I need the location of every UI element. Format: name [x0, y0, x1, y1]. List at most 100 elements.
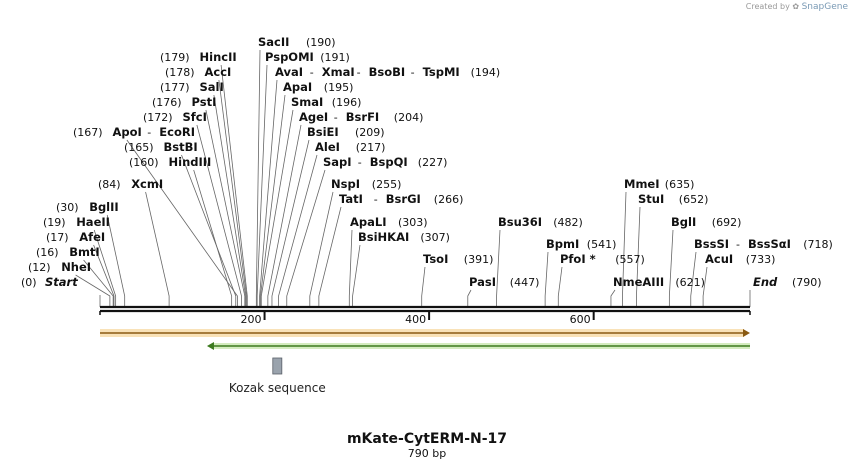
site-position: (165) [124, 141, 154, 154]
site-position: (19) [43, 216, 66, 229]
site-position: (303) [398, 216, 428, 229]
site-haeii[interactable]: (19)HaeII [43, 215, 110, 229]
site-bsu36i[interactable]: Bsu36I(482) [498, 215, 583, 229]
site-position: (12) [28, 261, 51, 274]
site-leader [260, 109, 294, 306]
site-position: (718) [803, 238, 833, 251]
site-apai[interactable]: ApaI(195) [283, 80, 353, 94]
site-name: BspQI [370, 155, 408, 169]
site-bgli[interactable]: BglI(692) [671, 215, 741, 229]
snapgene-logo-icon: ✿ [792, 2, 800, 11]
site-name: BglI [671, 215, 696, 229]
site-name: BsiHKAI [358, 230, 409, 244]
site-alei[interactable]: AleI(217) [315, 140, 385, 154]
credit-watermark: Created by ✿ SnapGene [746, 2, 848, 12]
site-name: XcmI [131, 177, 163, 191]
site-acui[interactable]: AcuI(733) [705, 252, 775, 266]
site-name: BsrGI [386, 192, 421, 206]
start-marker: (0) Start [21, 275, 78, 289]
site-bmti[interactable]: (16)BmtI [36, 245, 100, 259]
site-position: (217) [356, 141, 386, 154]
site-pfoi-[interactable]: PfoI * (557) [560, 252, 645, 266]
site-position: (190) [306, 36, 336, 49]
site-leader [544, 251, 549, 306]
site-avai[interactable]: AvaI-XmaI-BsoBI-TspMI(194) [275, 65, 500, 79]
site-bsssi[interactable]: BssSI-BssSαI(718) [694, 237, 833, 251]
site-separator: - [310, 66, 314, 79]
site-leader [557, 266, 563, 306]
end-marker: End (790) [753, 275, 822, 289]
site-position: (557) [615, 253, 645, 266]
site-smai[interactable]: SmaI(196) [291, 95, 361, 109]
site-name: AvaI [275, 65, 303, 79]
tick-label: 400 [405, 313, 426, 326]
site-stui[interactable]: StuI(652) [638, 192, 708, 206]
site-position: (227) [418, 156, 448, 169]
site-pasi[interactable]: PasI(447) [469, 275, 539, 289]
credit-prefix: Created by [745, 2, 790, 11]
site-position: (541) [587, 238, 617, 251]
site-xcmi[interactable]: (84) XcmI [98, 177, 163, 191]
site-leader [220, 64, 248, 306]
site-position: (255) [372, 178, 402, 191]
site-acci[interactable]: (178)AccI [165, 65, 231, 79]
site-sacii[interactable]: SacII(190) [258, 35, 336, 49]
site-position: (191) [320, 51, 350, 64]
site-pspomi[interactable]: PspOMI (191) [265, 50, 350, 64]
site-hindiii[interactable]: (160)HindIII [129, 155, 211, 169]
site-tsoi[interactable]: TsoI(391) [423, 252, 493, 266]
site-name: ApaLI [350, 215, 387, 229]
site-sfci[interactable]: (172)SfcI [143, 110, 207, 124]
start-label: Start [45, 275, 78, 289]
kozak-feature-box[interactable] [272, 357, 283, 375]
site-name: ApoI [113, 125, 142, 139]
site-leader [271, 139, 310, 306]
features: Kozak sequence [100, 329, 750, 395]
site-leader [260, 94, 286, 306]
site-tati[interactable]: TatI-BsrGI(266) [339, 192, 463, 206]
site-psti[interactable]: (176)PstI [152, 95, 216, 109]
site-position: (84) [98, 178, 121, 191]
site-name: PspOMI [265, 50, 314, 64]
site-leader [218, 79, 247, 306]
site-position: (209) [355, 126, 385, 139]
site-bsihkai[interactable]: BsiHKAI (307) [358, 230, 450, 244]
site-position: (196) [332, 96, 362, 109]
site-bglii[interactable]: (30)BglII [56, 200, 119, 214]
site-position: (307) [420, 231, 450, 244]
site-nspi[interactable]: NspI(255) [331, 177, 401, 191]
site-hincii[interactable]: (179)HincII [160, 50, 237, 64]
site-name: ApaI [283, 80, 312, 94]
site-sapi[interactable]: SapI-BspQI(227) [323, 155, 447, 169]
tick-label: 600 [570, 313, 591, 326]
site-sali[interactable]: (177)SalI [160, 80, 224, 94]
site-apoi[interactable]: (167)ApoI-EcoRI [73, 125, 195, 139]
site-leader [610, 289, 616, 306]
site-separator: - [358, 156, 362, 169]
site-name: AccI [205, 65, 232, 79]
site-leader [421, 266, 426, 306]
site-afei[interactable]: (17)AfeI [46, 230, 105, 244]
site-position: (167) [73, 126, 103, 139]
site-position: (172) [143, 111, 173, 124]
site-leader [467, 289, 472, 306]
site-nhei[interactable]: (12)NheI [28, 260, 91, 274]
site-apali[interactable]: ApaLI (303) [350, 215, 428, 229]
site-bsiei[interactable]: BsiEI(209) [307, 125, 385, 139]
end-position: (790) [792, 276, 822, 289]
site-position: (621) [675, 276, 705, 289]
site-name: PfoI * [560, 252, 596, 266]
site-position: (194) [471, 66, 501, 79]
reverse-arrow-icon [206, 342, 214, 350]
site-leader [348, 229, 353, 306]
site-leader [352, 244, 361, 306]
site-bpmi[interactable]: BpmI(541) [546, 237, 616, 251]
site-nmeaiii[interactable]: NmeAIII(621) [613, 275, 705, 289]
site-agei[interactable]: AgeI-BsrFI(204) [299, 110, 423, 124]
site-separator: - [147, 126, 151, 139]
site-name: StuI [638, 192, 664, 206]
site-bstbi[interactable]: (165)BstBI [124, 140, 198, 154]
site-name: SalI [200, 80, 224, 94]
site-mmei[interactable]: MmeI(635) [624, 177, 694, 191]
